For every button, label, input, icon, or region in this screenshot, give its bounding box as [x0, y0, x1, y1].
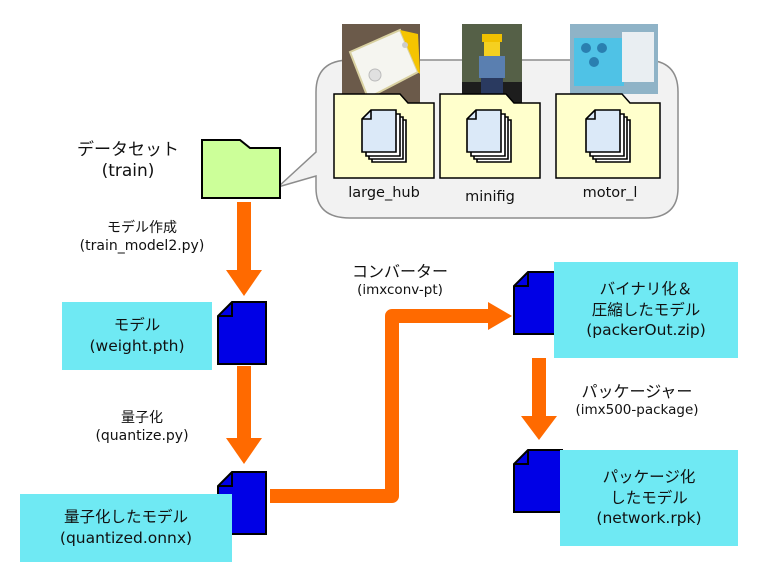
packed-subtitle: (packerOut.zip) [586, 321, 706, 340]
motor-l-photo [570, 24, 658, 94]
step-quantize-subtitle: (quantize.py) [95, 427, 189, 444]
network-file-icon [513, 449, 563, 513]
arrow-packed-to-network [521, 358, 557, 440]
packed-line1: バイナリ化＆ [599, 279, 693, 298]
step-convert-label: コンバーター (imxconv-pt) [330, 262, 470, 299]
step-train-title: モデル作成 [107, 220, 177, 236]
step-package-subtitle: (imx500-package) [575, 402, 699, 418]
dataset-folder-icon [201, 139, 281, 199]
class-folder-motor-l [555, 93, 661, 179]
step-quantize-label: 量子化 (quantize.py) [82, 410, 202, 445]
class-folder-minifig [439, 93, 541, 179]
quantized-title: 量子化したモデル [63, 508, 188, 527]
step-convert-subtitle: (imxconv-pt) [357, 282, 443, 298]
large-hub-photo [342, 24, 420, 106]
model-title: モデル [113, 316, 161, 335]
class-folder-large-hub [333, 93, 435, 179]
step-quantize-title: 量子化 [121, 410, 163, 426]
network-subtitle: (network.rpk) [596, 509, 702, 528]
class-label-large-hub: large_hub [348, 185, 420, 201]
step-package-title: パッケージャー [581, 382, 693, 401]
model-file-icon [217, 301, 267, 365]
dataset-label: データセット (train) [64, 140, 192, 183]
packed-label-box: バイナリ化＆ 圧縮したモデル (packerOut.zip) [554, 262, 738, 358]
dataset-title: データセット [77, 140, 179, 160]
network-line1: パッケージ化 [602, 467, 696, 486]
quantized-label-box: 量子化したモデル (quantized.onnx) [20, 494, 232, 562]
model-subtitle: (weight.pth) [89, 337, 185, 355]
arrow-dataset-to-model [226, 202, 262, 296]
step-package-label: パッケージャー (imx500-package) [552, 382, 722, 419]
step-train-subtitle: (train_model2.py) [79, 237, 205, 254]
packed-line2: 圧縮したモデル [591, 300, 701, 319]
arrow-quantized-to-packed [270, 302, 512, 503]
class-label-minifig: minifig [465, 189, 515, 205]
network-label-box: パッケージ化 したモデル (network.rpk) [560, 450, 738, 546]
dataset-subtitle: (train) [101, 161, 155, 182]
arrow-model-to-quantized [226, 366, 262, 464]
network-line2: したモデル [610, 488, 688, 507]
step-train-label: モデル作成 (train_model2.py) [52, 220, 232, 255]
class-label-motor-l: motor_l [582, 185, 638, 201]
model-label-box: モデル (weight.pth) [62, 302, 212, 370]
quantized-subtitle: (quantized.onnx) [59, 529, 193, 547]
step-convert-title: コンバーター [351, 262, 448, 281]
